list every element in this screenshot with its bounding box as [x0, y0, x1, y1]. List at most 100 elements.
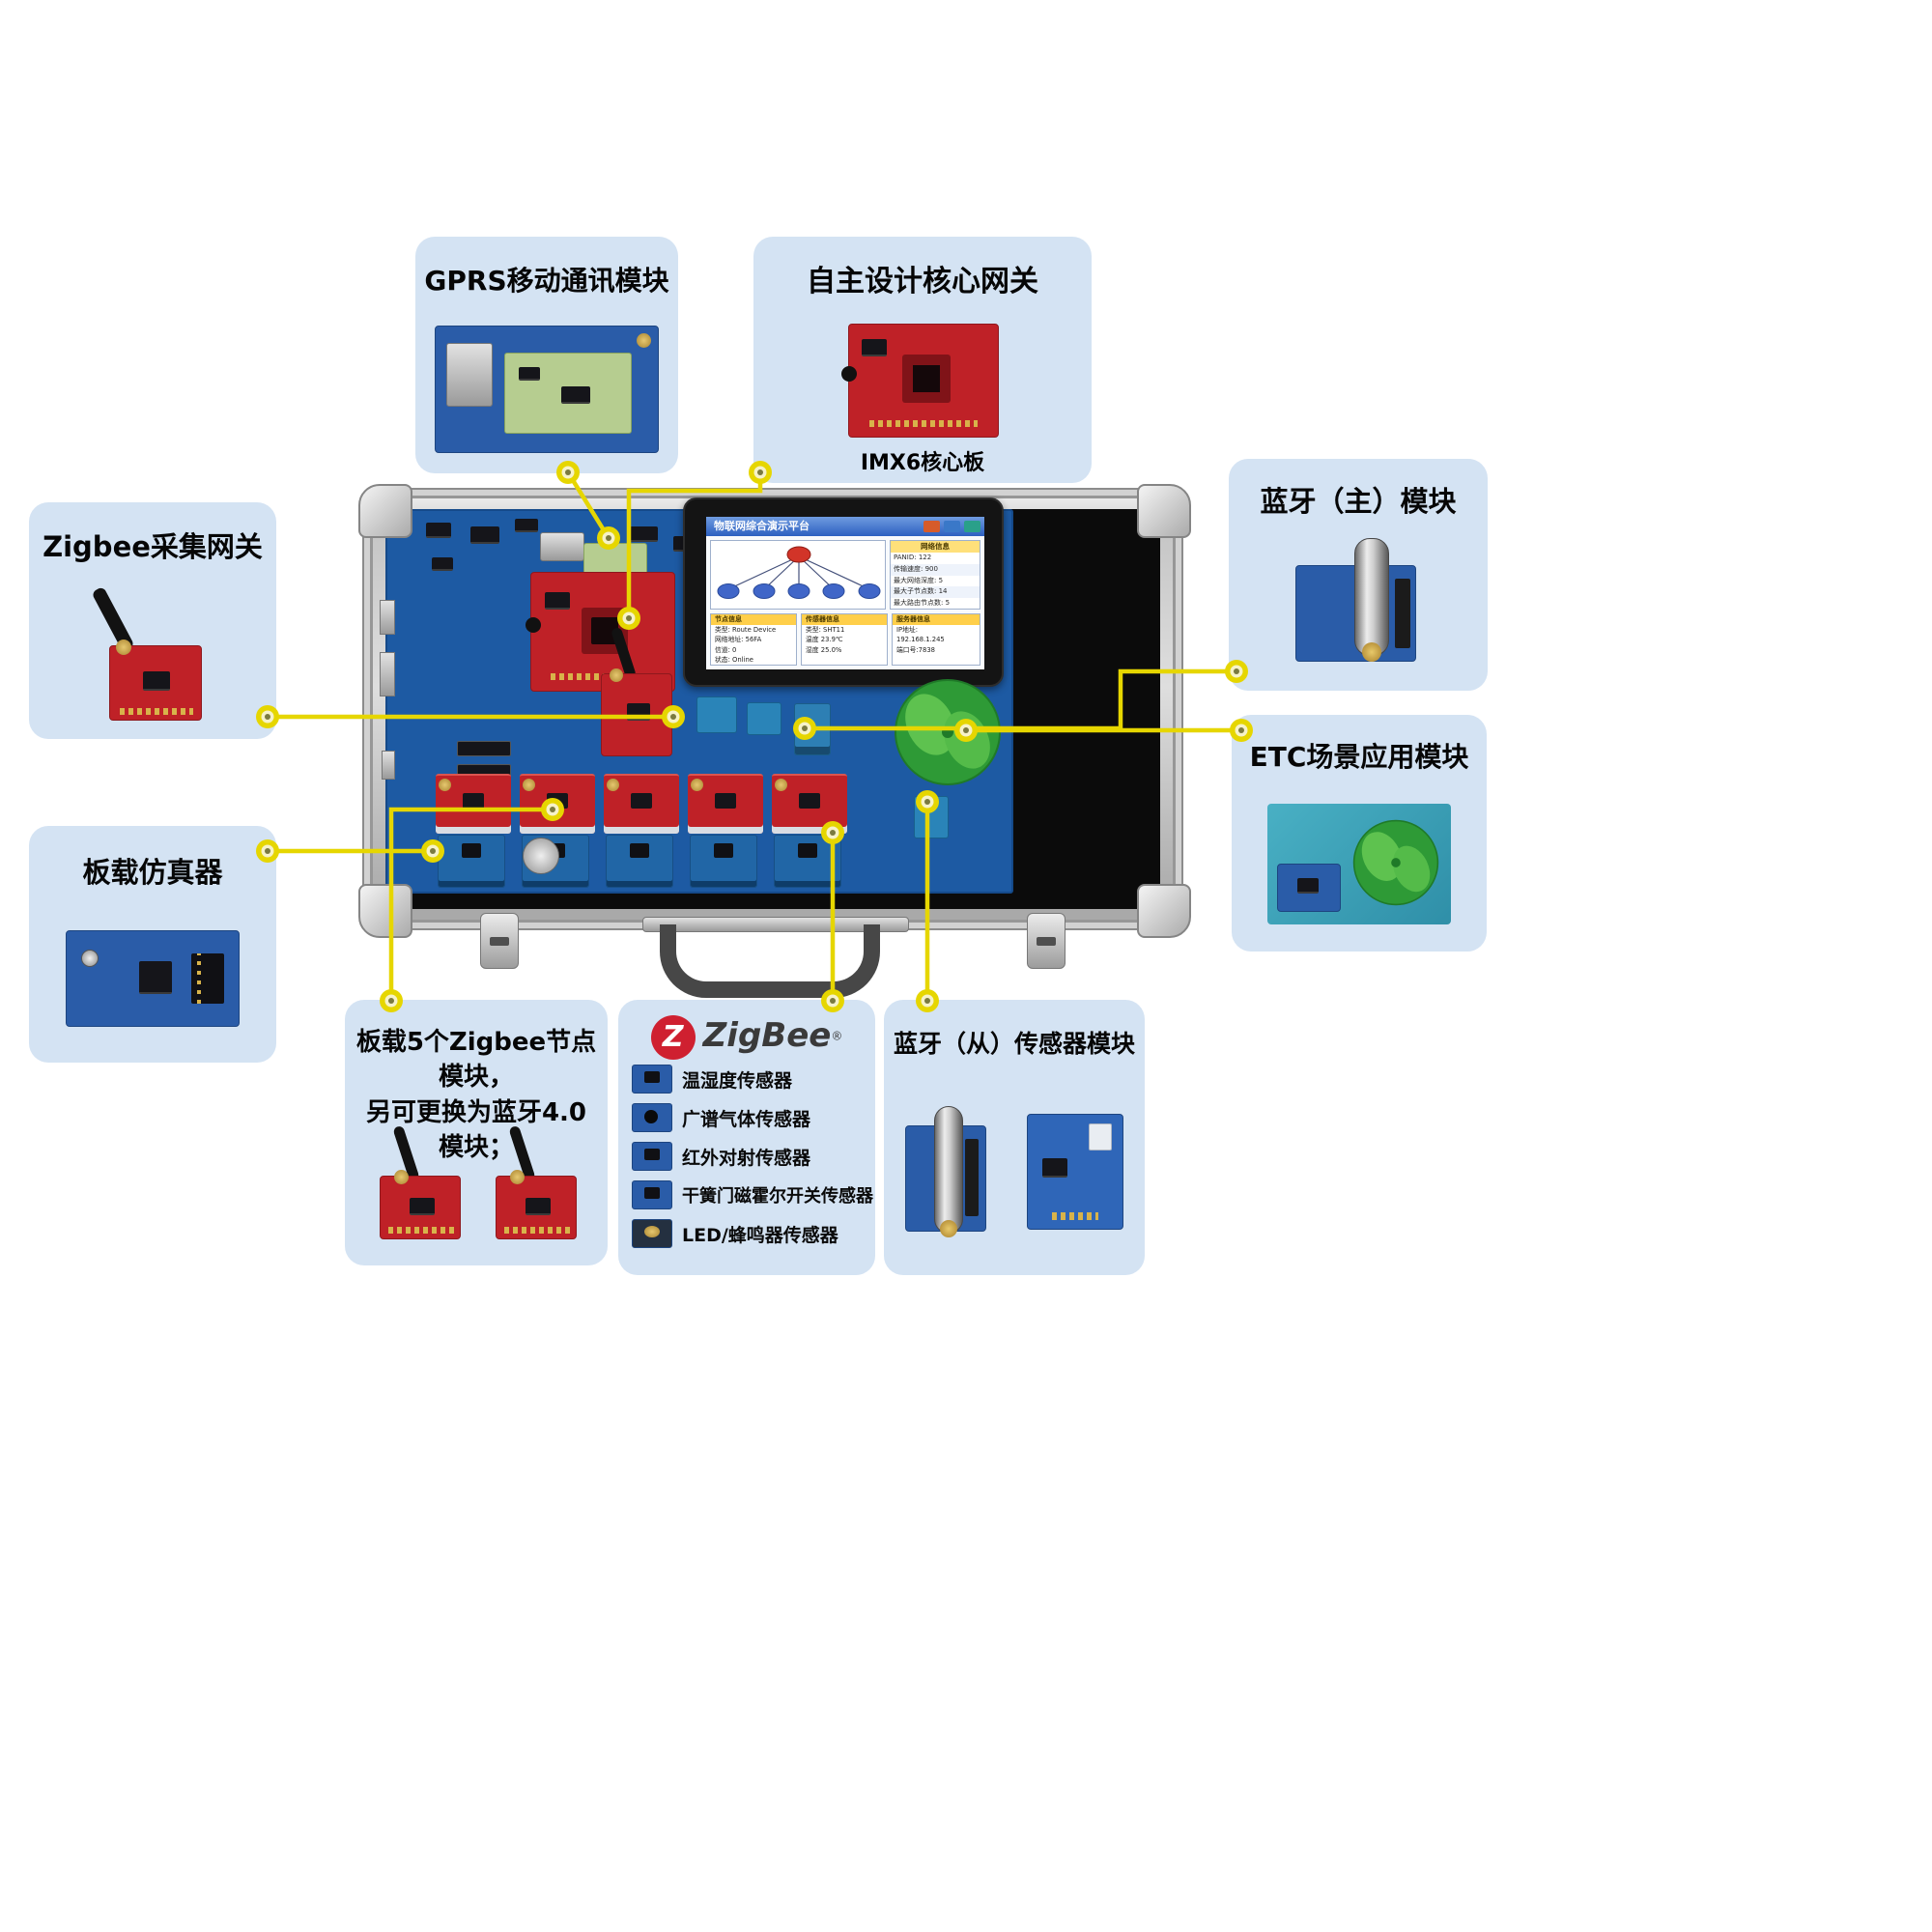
- sma-connector: [510, 1170, 525, 1184]
- zigbee-node-module: [688, 774, 763, 834]
- sma-connector: [116, 639, 131, 655]
- registered-mark: ®: [831, 1029, 843, 1043]
- sma-connector: [610, 668, 623, 682]
- panel-row: 网络地址: 56FA: [715, 636, 762, 644]
- case-handle: [660, 924, 880, 998]
- case-latch: [1027, 913, 1065, 969]
- pin-header: [965, 1139, 979, 1216]
- callout-core-gateway: 自主设计核心网关 IMX6核心板: [753, 237, 1092, 483]
- panel-header: 传感器信息: [802, 614, 887, 625]
- main-dev-board: 物联网综合演示平台: [380, 497, 1013, 894]
- panel-row: 温度 23.9℃: [806, 636, 843, 644]
- gold-pads: [869, 420, 978, 427]
- bt-slave-dock-slot: [914, 796, 949, 838]
- bt-sensor-board-image: [1027, 1114, 1123, 1230]
- chip: [470, 526, 499, 544]
- etc-antenna-art: [895, 679, 1001, 785]
- panel-row: IP地址:: [896, 626, 918, 634]
- zigbee-node-image: [372, 1124, 469, 1251]
- callout-title: 蓝牙（从）传感器模块: [893, 1030, 1135, 1058]
- latch-slot: [490, 937, 509, 946]
- chip: [526, 1198, 551, 1215]
- gold-pads: [504, 1227, 570, 1234]
- sensor-board: [606, 835, 673, 888]
- case-corner: [1137, 884, 1191, 938]
- zigbee-node-module: [436, 774, 511, 834]
- sensor-board-icon: [632, 1142, 672, 1171]
- callout-title: GPRS移动通讯模块: [424, 265, 669, 297]
- panel-row: 类型: SHT11: [806, 626, 845, 634]
- callout-title: 自主设计核心网关: [807, 265, 1038, 298]
- panel-row: PANID: 122: [894, 554, 932, 561]
- latch-slot: [1037, 937, 1056, 946]
- sensor-board-icon: [632, 1103, 672, 1132]
- etc-disc: [1352, 819, 1439, 906]
- router-node: [822, 583, 845, 599]
- screw: [1362, 642, 1381, 662]
- debugger-chip: [139, 961, 172, 994]
- sensor-label: 红外对射传感器: [682, 1147, 811, 1169]
- callout-zigbee-nodes: 板载5个Zigbee节点模块， 另可更换为蓝牙4.0模块；: [345, 1000, 608, 1265]
- bluetooth-module-on-board: [794, 703, 831, 755]
- server-info-panel: 服务器信息 IP地址: 192.168.1.245 端口号:7838: [892, 613, 980, 666]
- callout-bt-master: 蓝牙（主）模块: [1229, 459, 1488, 691]
- chip: [410, 1198, 435, 1215]
- sensor-label: 干簧门磁霍尔开关传感器: [682, 1186, 873, 1207]
- zigbee-logo-word: ZigBee: [702, 1016, 832, 1055]
- lcd-bezel: 物联网综合演示平台: [683, 497, 1004, 687]
- case-corner: [358, 484, 412, 538]
- callout-text-line2: 另可更换为蓝牙4.0模块；: [365, 1097, 587, 1163]
- callout-title: 蓝牙（主）模块: [1260, 485, 1457, 518]
- case-latch: [480, 913, 519, 969]
- lcd-button-orange: [923, 521, 940, 532]
- lcd-title-bar: 物联网综合演示平台: [706, 517, 984, 536]
- chip: [515, 519, 538, 532]
- usb-port: [380, 652, 395, 696]
- audio-jack: [526, 617, 541, 633]
- zigbee-node-module: [604, 774, 679, 834]
- panel-row: 最大网络深度: 5: [894, 576, 944, 584]
- jtag-header: [191, 953, 224, 1004]
- etc-antenna-disc: [894, 678, 1002, 786]
- sensor-component: [798, 843, 817, 858]
- panel-row: 传输速度: 900: [891, 563, 980, 576]
- gprs-radio-module: [504, 353, 632, 434]
- sma-connector: [523, 779, 535, 791]
- panel-row: 最大路由节点数: 5: [894, 599, 951, 608]
- antenna-connector: [637, 333, 651, 348]
- callout-title: 板载仿真器: [82, 856, 223, 889]
- sensor-list-item: 红外对射传感器: [632, 1137, 862, 1176]
- zigbee-gateway-module-on-board: [601, 668, 672, 756]
- panel-row: 端口号:7838: [896, 645, 935, 654]
- case-corner: [1137, 484, 1191, 538]
- sma-connector: [691, 779, 703, 791]
- coordinator-node: [786, 546, 811, 563]
- sma-connector: [775, 779, 787, 791]
- etc-reader-pcb: [1277, 864, 1341, 912]
- panel-header: 网络信息: [891, 541, 980, 553]
- emulator-image: [66, 930, 240, 1027]
- sma-connector: [607, 779, 619, 791]
- sim-holder: [446, 343, 493, 407]
- pcb: [380, 1170, 461, 1239]
- chip: [545, 592, 570, 610]
- core-gateway-image: [841, 324, 999, 438]
- callout-zigbee-gateway: Zigbee采集网关: [29, 502, 276, 739]
- metal-cylinder: [934, 1106, 963, 1234]
- callout-title: Zigbee采集网关: [43, 530, 263, 563]
- panel-row: 类型: Route Device: [715, 626, 777, 634]
- chip: [862, 339, 887, 356]
- serial-port: [380, 600, 395, 635]
- sensor-component: [630, 843, 649, 858]
- callout-bt-slave: 蓝牙（从）传感器模块: [884, 1000, 1145, 1275]
- gold-pins: [1052, 1212, 1098, 1220]
- lcd-title: 物联网综合演示平台: [714, 520, 810, 532]
- dip-chip: [457, 741, 511, 756]
- sensor-board-icon: [632, 1065, 672, 1094]
- metal-cylinder: [1354, 538, 1389, 656]
- network-info-panel: 网络信息 PANID: 122 传输速度: 900 最大网络深度: 5 最大子节…: [890, 540, 980, 610]
- sensor-list-item: LED/蜂鸣器传感器: [632, 1214, 862, 1253]
- zigbee-node-module: [772, 774, 847, 834]
